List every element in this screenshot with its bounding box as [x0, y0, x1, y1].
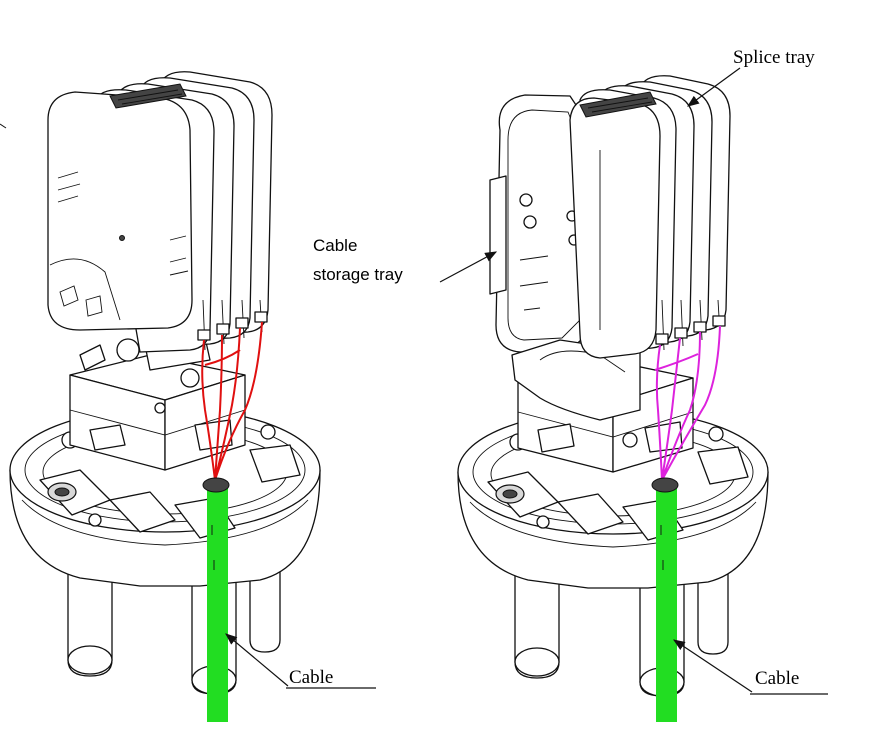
left-closure — [9, 71, 321, 722]
edge-tick — [0, 123, 7, 129]
annotations: Splice tray Cable storage tray Cable Cab… — [225, 47, 828, 695]
right-cable-body — [656, 485, 677, 722]
cable-right-label: Cable — [755, 668, 799, 689]
left-fibers — [201, 321, 263, 481]
splice-tray-label: Splice tray — [733, 47, 815, 68]
right-cable-storage-tray — [489, 94, 641, 421]
cable-storage-label-line1: Cable — [313, 236, 357, 255]
right-cable — [651, 477, 679, 722]
splice-tray-leader — [687, 67, 741, 107]
right-fiber-path — [654, 325, 721, 481]
left-cable — [202, 477, 230, 722]
right-tray-stack — [569, 75, 731, 359]
right-closure — [457, 75, 769, 722]
left-cable-body — [207, 485, 228, 722]
cable-left-label: Cable — [289, 667, 333, 688]
left-support-block — [69, 314, 246, 471]
cable-right-leader — [673, 639, 753, 693]
left-tray-stack — [47, 71, 273, 353]
cable-storage-leader — [439, 251, 498, 283]
cable-storage-label-line2: storage tray — [313, 265, 403, 284]
right-fibers — [654, 325, 721, 481]
left-fiber-path — [201, 321, 263, 481]
cable-left-leader — [225, 633, 289, 687]
